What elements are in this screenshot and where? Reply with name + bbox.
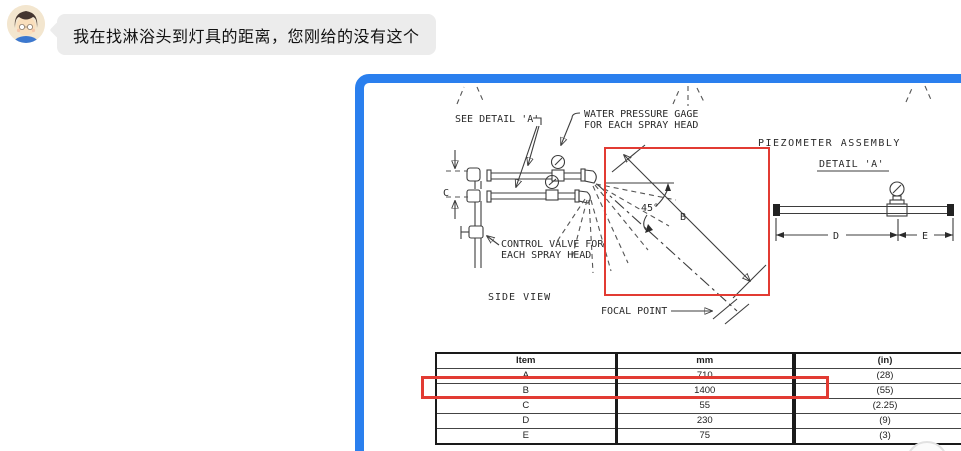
gage-note-line1: WATER PRESSURE GAGE: [584, 109, 698, 120]
focal-point-label: FOCAL POINT: [601, 306, 667, 317]
cell-mm: 55: [616, 398, 796, 414]
col-header-item: Item: [435, 352, 618, 369]
cell-in: (2.25): [794, 398, 961, 414]
cell-mm: 230: [616, 413, 796, 429]
highlight-box-table-row-b: [421, 376, 829, 399]
cell-item: B: [435, 383, 618, 399]
drawing-subtitle: DETAIL 'A': [819, 159, 884, 170]
user-message-bubble: 我在找淋浴头到灯具的距离，您刚给的没有这个: [57, 14, 436, 55]
detail-a-assembly: D E: [773, 181, 954, 242]
pressure-gage-callout: WATER PRESSURE GAGE FOR EACH SPRAY HEAD: [561, 109, 698, 145]
valve-note-line1: CONTROL VALVE FOR: [501, 239, 604, 250]
dim-c-label: C: [443, 188, 449, 199]
cell-item: D: [435, 413, 618, 429]
cell-item: E: [435, 428, 618, 445]
drawing-title: PIEZOMETER ASSEMBLY: [758, 138, 901, 149]
dim-e-label: E: [922, 231, 928, 242]
cell-mm: 75: [616, 428, 796, 445]
table-row: C 55 (2.25): [435, 398, 961, 414]
user-message-text: 我在找淋浴头到灯具的距离，您刚给的没有这个: [73, 28, 420, 46]
see-detail-callout: SEE DETAIL 'A': [455, 114, 542, 187]
table-row: D 230 (9): [435, 413, 961, 429]
see-detail-label: SEE DETAIL 'A': [455, 114, 539, 125]
dimension-table: Item mm (in) A 710 (28) B 1400 (55) C 55…: [435, 352, 961, 445]
spray-piping-assembly: [460, 154, 597, 268]
control-valve-callout: CONTROL VALVE FOR EACH SPRAY HEAD: [487, 236, 604, 261]
table-row: E 75 (3): [435, 428, 961, 445]
cell-item: C: [435, 398, 618, 414]
user-avatar-icon: [7, 5, 45, 43]
dim-b-label: B: [680, 212, 686, 223]
top-spray-marks: [456, 85, 933, 106]
gage-note-line2: FOR EACH SPRAY HEAD: [584, 120, 698, 131]
table-header-row: Item mm (in): [435, 352, 961, 369]
cell-in: (3): [794, 428, 961, 445]
dimension-c: C: [443, 150, 468, 219]
dimension-table-body: A 710 (28) B 1400 (55) C 55 (2.25) D 230…: [435, 368, 961, 445]
highlight-box-diagram: [604, 147, 770, 296]
piezometer-drawing: SEE DETAIL 'A' WATER PRESSURE GAGE FOR E…: [443, 85, 954, 325]
dimension-b: 45° B: [604, 144, 767, 299]
side-view-label: SIDE VIEW: [488, 292, 551, 303]
valve-note-line2: EACH SPRAY HEAD: [501, 250, 591, 261]
table-row: B 1400 (55): [435, 383, 961, 399]
cell-in: (9): [794, 413, 961, 429]
focal-point-callout: FOCAL POINT: [601, 298, 750, 325]
col-header-in: (in): [794, 352, 961, 369]
user-avatar[interactable]: [7, 5, 45, 43]
dim-d-label: D: [833, 231, 839, 242]
col-header-mm: mm: [616, 352, 796, 369]
